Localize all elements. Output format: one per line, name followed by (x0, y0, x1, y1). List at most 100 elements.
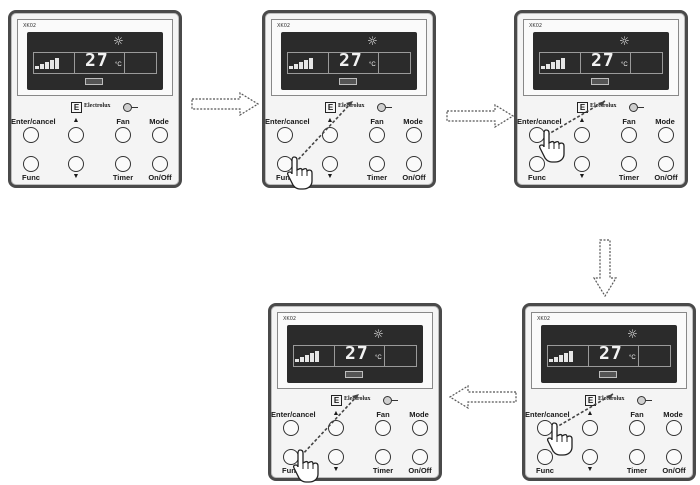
down-button[interactable] (322, 156, 338, 172)
temperature-readout: 27 (339, 50, 363, 71)
on-off-label: On/Off (402, 173, 426, 182)
model-label: XK02 (277, 23, 291, 29)
up-arrow-icon: ▲ (578, 117, 586, 124)
brand-logo-icon: E (585, 395, 596, 406)
temperature-unit: °C (375, 355, 382, 361)
enter-cancel-button[interactable] (283, 420, 299, 436)
on-off-label: On/Off (654, 173, 678, 182)
func-label: Func (276, 173, 294, 182)
timer-label: Timer (626, 466, 648, 475)
enter-cancel-label: Enter/cancel (265, 117, 310, 126)
brand-name: Electrolux (598, 396, 625, 402)
lcd-segment-box (547, 345, 671, 367)
lcd-segment-box (287, 52, 411, 74)
enter-cancel-button[interactable] (277, 127, 293, 143)
fan-speed-icon (549, 348, 577, 362)
temperature-unit: °C (115, 62, 122, 68)
mode-button[interactable] (412, 420, 428, 436)
model-label: XK02 (529, 23, 543, 29)
lcd-divider (74, 53, 75, 73)
up-arrow-icon: ▲ (332, 410, 340, 417)
fan-label: Fan (370, 117, 384, 126)
down-button[interactable] (582, 449, 598, 465)
lcd-divider (334, 346, 335, 366)
up-button[interactable] (322, 127, 338, 143)
flow-arrow-left-icon (448, 385, 517, 409)
func-button[interactable] (537, 449, 553, 465)
lcd-segment-box (33, 52, 157, 74)
lcd-segment-box (293, 345, 417, 367)
mode-button[interactable] (658, 127, 674, 143)
lcd-divider (378, 53, 379, 73)
up-button[interactable] (68, 127, 84, 143)
fan-button[interactable] (621, 127, 637, 143)
display-frame: XK02 ☼ 27 °C (523, 19, 679, 96)
brand-logo-icon: E (577, 102, 588, 113)
status-led-icon (123, 103, 132, 112)
heat-mode-icon: ☼ (627, 327, 638, 341)
temperature-readout: 27 (591, 50, 615, 71)
down-arrow-icon: ▼ (578, 173, 586, 180)
lcd-indicator-box (85, 78, 103, 85)
on-off-button[interactable] (666, 449, 682, 465)
lcd-divider (630, 53, 631, 73)
enter-cancel-button[interactable] (537, 420, 553, 436)
display-frame: XK02 ☼ 27 °C (17, 19, 173, 96)
timer-button[interactable] (115, 156, 131, 172)
display-frame: XK02 ☼ 27 °C (271, 19, 427, 96)
func-label: Func (282, 466, 300, 475)
timer-button[interactable] (629, 449, 645, 465)
down-button[interactable] (328, 449, 344, 465)
mode-label: Mode (655, 117, 675, 126)
lcd-divider (580, 53, 581, 73)
enter-cancel-button[interactable] (529, 127, 545, 143)
brand-name: Electrolux (344, 396, 371, 402)
on-off-button[interactable] (152, 156, 168, 172)
flow-arrow-right-icon (446, 104, 515, 128)
func-button[interactable] (23, 156, 39, 172)
mode-button[interactable] (152, 127, 168, 143)
up-button[interactable] (574, 127, 590, 143)
timer-button[interactable] (369, 156, 385, 172)
lcd-indicator-box (599, 371, 617, 378)
on-off-button[interactable] (406, 156, 422, 172)
func-label: Func (22, 173, 40, 182)
mode-button[interactable] (406, 127, 422, 143)
fan-button[interactable] (115, 127, 131, 143)
lcd-indicator-box (345, 371, 363, 378)
func-button[interactable] (529, 156, 545, 172)
enter-cancel-label: Enter/cancel (271, 410, 316, 419)
remote-controller-step-3: XK02 ☼ 27 °C E Ele (514, 10, 688, 188)
temperature-readout: 27 (345, 343, 369, 364)
on-off-button[interactable] (658, 156, 674, 172)
timer-button[interactable] (621, 156, 637, 172)
timer-label: Timer (112, 173, 134, 182)
lcd-divider (588, 346, 589, 366)
fan-label: Fan (630, 410, 644, 419)
temperature-readout: 27 (599, 343, 623, 364)
lcd-screen: ☼ 27 °C (281, 32, 417, 90)
status-led-icon (637, 396, 646, 405)
timer-label: Timer (366, 173, 388, 182)
func-button[interactable] (283, 449, 299, 465)
brand-name: Electrolux (590, 103, 617, 109)
fan-label: Fan (622, 117, 636, 126)
lcd-screen: ☼ 27 °C (27, 32, 163, 90)
status-led-icon (377, 103, 386, 112)
status-led-icon (629, 103, 638, 112)
on-off-button[interactable] (412, 449, 428, 465)
up-button[interactable] (582, 420, 598, 436)
func-button[interactable] (277, 156, 293, 172)
fan-button[interactable] (629, 420, 645, 436)
down-button[interactable] (68, 156, 84, 172)
down-button[interactable] (574, 156, 590, 172)
timer-button[interactable] (375, 449, 391, 465)
up-button[interactable] (328, 420, 344, 436)
fan-button[interactable] (369, 127, 385, 143)
enter-cancel-button[interactable] (23, 127, 39, 143)
lcd-divider (124, 53, 125, 73)
mode-button[interactable] (666, 420, 682, 436)
fan-button[interactable] (375, 420, 391, 436)
down-arrow-icon: ▼ (72, 173, 80, 180)
brand-logo-icon: E (71, 102, 82, 113)
